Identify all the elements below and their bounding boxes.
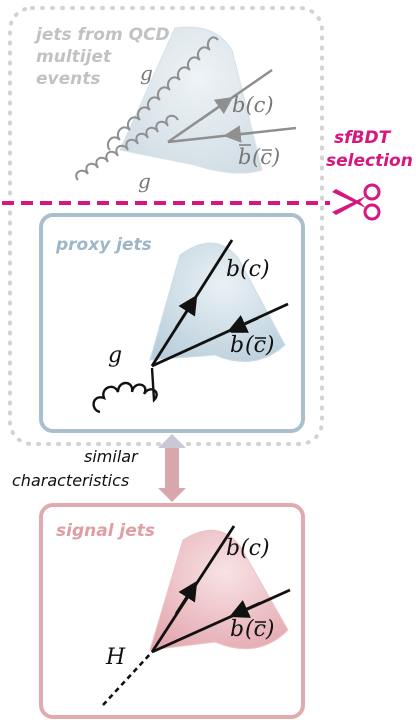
proxy-antiquark-label: b (c) [230,331,275,358]
proxy-jets-title: proxy jets [55,235,152,255]
qcd-antiquark-c-bar: (c) [252,145,280,169]
proxy-gluon-label: g [108,343,122,368]
signal-jets-title: signal jets [56,521,155,541]
sfbdt-selection: sfBDT selection [2,128,413,221]
qcd-quark-label: b(c) [232,93,274,117]
higgs-label: H [105,645,126,670]
signal-antiquark-b-bar: b [230,617,244,642]
qcd-events-region: jets from QCD multijet events g g b(c) b… [8,6,324,446]
signal-quark-arrow [174,580,198,615]
comparison-label-line-2: characteristics [12,471,129,490]
higgs-line [102,651,153,706]
signal-antiquark-arrow [229,600,261,618]
qcd-gluon-bottom-curl [75,114,179,181]
qcd-gluon-top-curl [106,36,219,151]
proxy-antiquark-c-bar: (c) [245,333,275,358]
qcd-title-line-3: events [36,69,101,89]
double-arrow-icon [158,434,186,502]
scissors-icon [332,183,381,221]
qcd-title-line-2: multijet [36,47,112,67]
comparison: similar characteristics [12,434,186,502]
proxy-jets-box: proxy jets g b(c) b (c) [39,213,305,433]
qcd-gluon-bottom-label: g [138,169,151,193]
qcd-antiquark-label: b (c) [238,144,280,169]
comparison-label-line-1: similar [84,447,139,466]
qcd-gluon-top-label: g [140,61,153,85]
proxy-gluon-curl [92,367,158,414]
proxy-quark-arrow [174,294,198,329]
proxy-antiquark-line [151,302,289,368]
qcd-quark-arrow [199,97,234,122]
proxy-antiquark-arrow [227,315,259,333]
selection-label-line-2: selection [326,151,413,171]
qcd-antiquark-b-bar: b [238,145,251,169]
qcd-title-line-1: jets from QCD [33,25,170,45]
signal-antiquark-label: b (c) [230,615,275,642]
proxy-quark-label: b(c) [226,257,270,282]
selection-label-line-1: sfBDT [334,128,392,148]
qcd-antiquark-arrow [223,125,253,143]
proxy-antiquark-b-bar: b [230,333,244,358]
signal-antiquark-line [151,588,291,654]
signal-jets-box: signal jets H b(c) b (c) [39,503,305,719]
signal-antiquark-c-bar: (c) [245,617,275,642]
proxy-jet-cone [149,242,286,362]
signal-jet-cone [149,529,289,651]
signal-quark-label: b(c) [226,536,270,561]
